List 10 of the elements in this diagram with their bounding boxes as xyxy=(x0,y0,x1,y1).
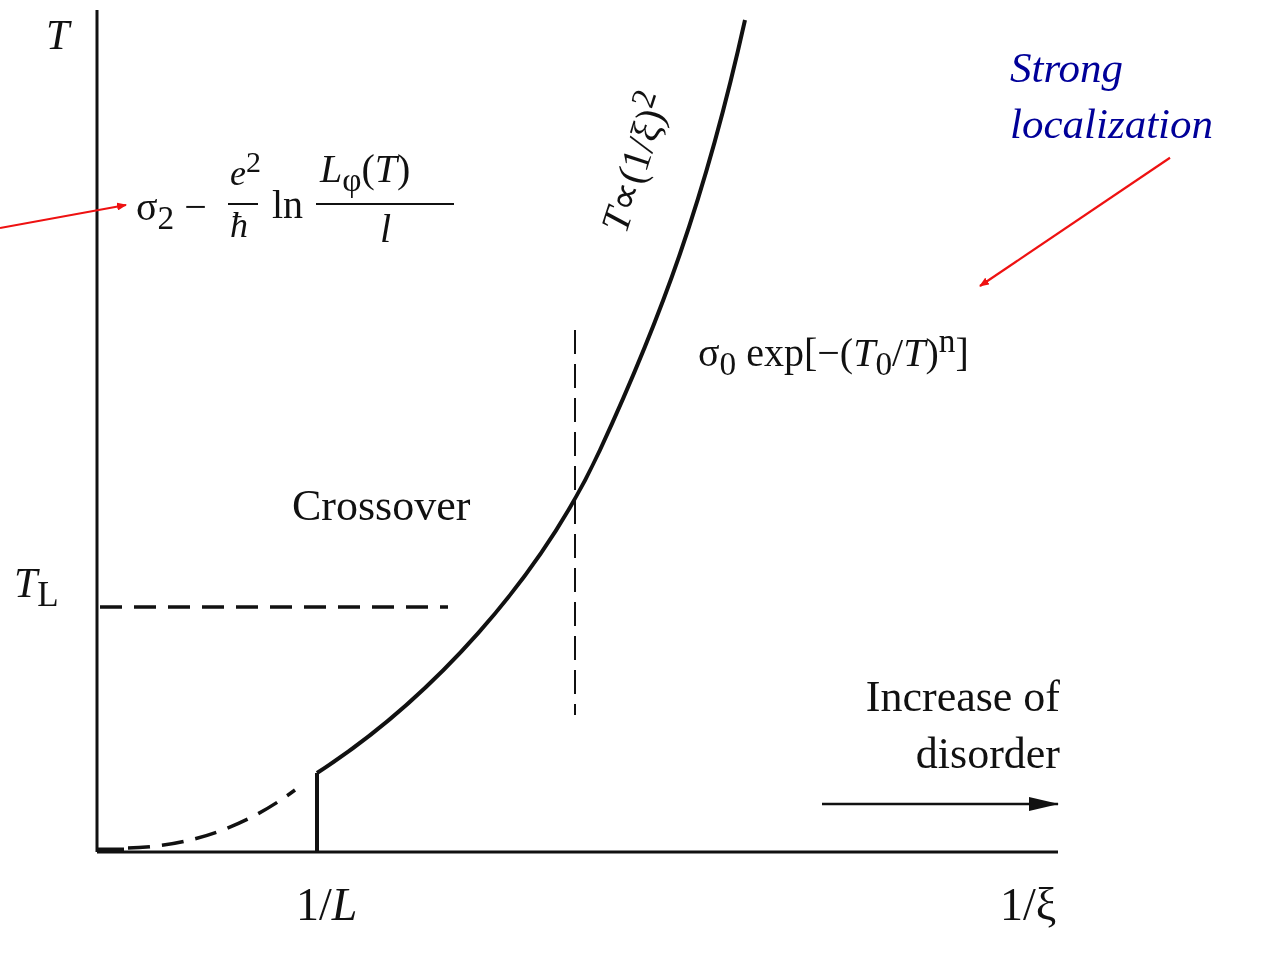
axis-label: T xyxy=(46,12,70,59)
arrow xyxy=(979,156,1171,287)
axis-tick-label: 1/L xyxy=(296,880,358,931)
direction-label: Increase of disorder xyxy=(864,671,1060,781)
region-label: Strong localization xyxy=(1010,40,1270,152)
axis-tick-label: T$_{L}$ xyxy=(14,560,59,615)
axis-label: 1/ξ xyxy=(1000,880,1057,931)
formula: σ$_{0}$ exp[−(T$_{0}$/T)$^{n}$] xyxy=(698,322,1078,384)
region-label: Crossover xyxy=(292,482,471,531)
arrow xyxy=(0,202,127,230)
